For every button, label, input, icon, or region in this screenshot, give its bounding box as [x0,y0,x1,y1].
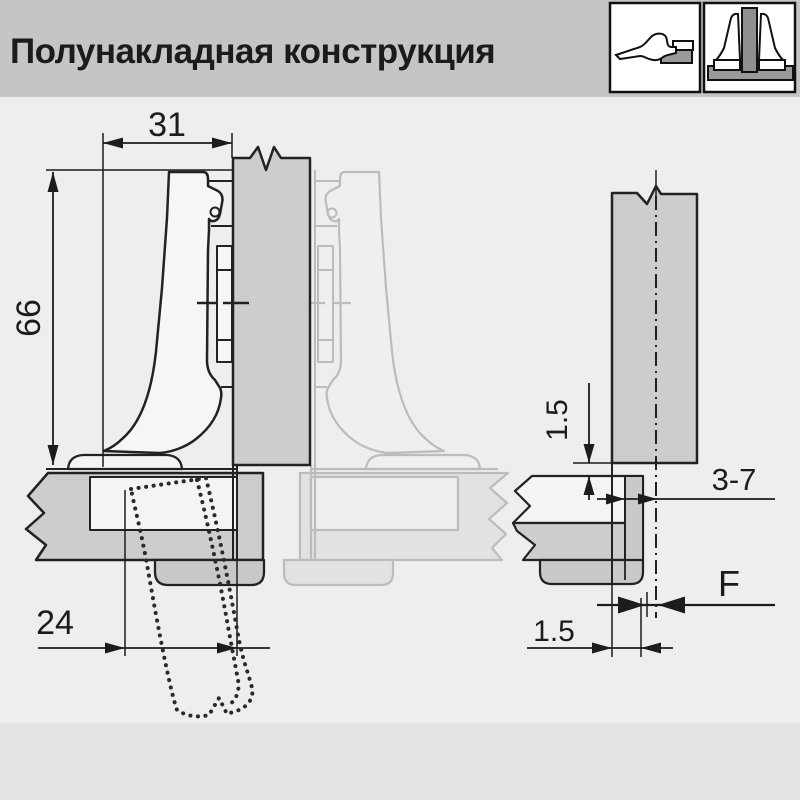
arrow-down-icon [47,445,59,465]
partition-panel [610,184,699,465]
dim-drilling-distance-label: 24 [36,604,74,642]
dotted-cup-inner [195,478,241,707]
door-edge-strip [624,475,644,561]
cup-hole [89,476,238,531]
ghost-clip-hole [326,207,338,219]
bottom-strip [0,723,800,800]
door-panel [231,145,312,467]
dim-gap-top-label: 1.5 [541,399,574,441]
ghost-cup-flange [364,453,482,471]
page-title: Полунакладная конструкция [10,32,495,71]
mounting-plate [153,558,266,587]
dim-gap-bottom-label: 1.5 [533,615,575,648]
arrow-right-icon [217,642,237,654]
ghost-cup-hole [309,475,460,532]
dim-width-label: 31 [148,106,186,144]
clip-hole [209,206,221,218]
arrow-up-icon [583,476,595,495]
arrow-up-icon [47,172,59,192]
dim-overlay-range-label: 3-7 [712,462,757,497]
dim-24: 24 [36,490,270,656]
hinge-arm [102,170,224,455]
dim-1-5-top: 1.5 [541,383,612,500]
header-bar: Полунакладная конструкция [0,0,800,97]
cup-flange [66,453,184,471]
arrow-right-icon [606,493,625,505]
arrow-left-icon [641,642,661,654]
hinge-side-profile-icon [608,1,702,94]
arrow-down-icon [583,444,595,463]
arrow-right-icon [592,642,612,654]
dotted-cup-outer [128,475,255,719]
ghost-hinge-group [282,170,510,587]
ghost-hinge-arm [324,170,446,455]
dim-1-5-bottom: 1.5 [527,584,673,657]
arrow-left-icon [658,596,685,614]
dimension-group: 31 66 24 1.5 [10,106,775,657]
right-view-group [511,170,699,618]
half-overlay-twin-hinge-icon [702,1,797,94]
dim-66: 66 [10,169,232,465]
arrow-right-icon [638,493,657,505]
dim-height-label: 66 [10,299,48,337]
dim-3-7: 3-7 [597,462,775,505]
arrow-right-icon [105,642,125,654]
arrow-right-icon [212,137,232,149]
arrow-left-icon [103,137,123,149]
ghost-mounting-plate [282,558,395,587]
dim-reveal-label: F [718,563,740,604]
arrow-right-icon [618,596,645,614]
dotted-cup-outline [128,475,255,719]
dim-f: F [597,563,775,617]
door-section-bottom [511,521,645,562]
mounting-plate-right [538,558,645,586]
left-view-group [24,145,312,587]
dim-31: 31 [102,106,233,467]
